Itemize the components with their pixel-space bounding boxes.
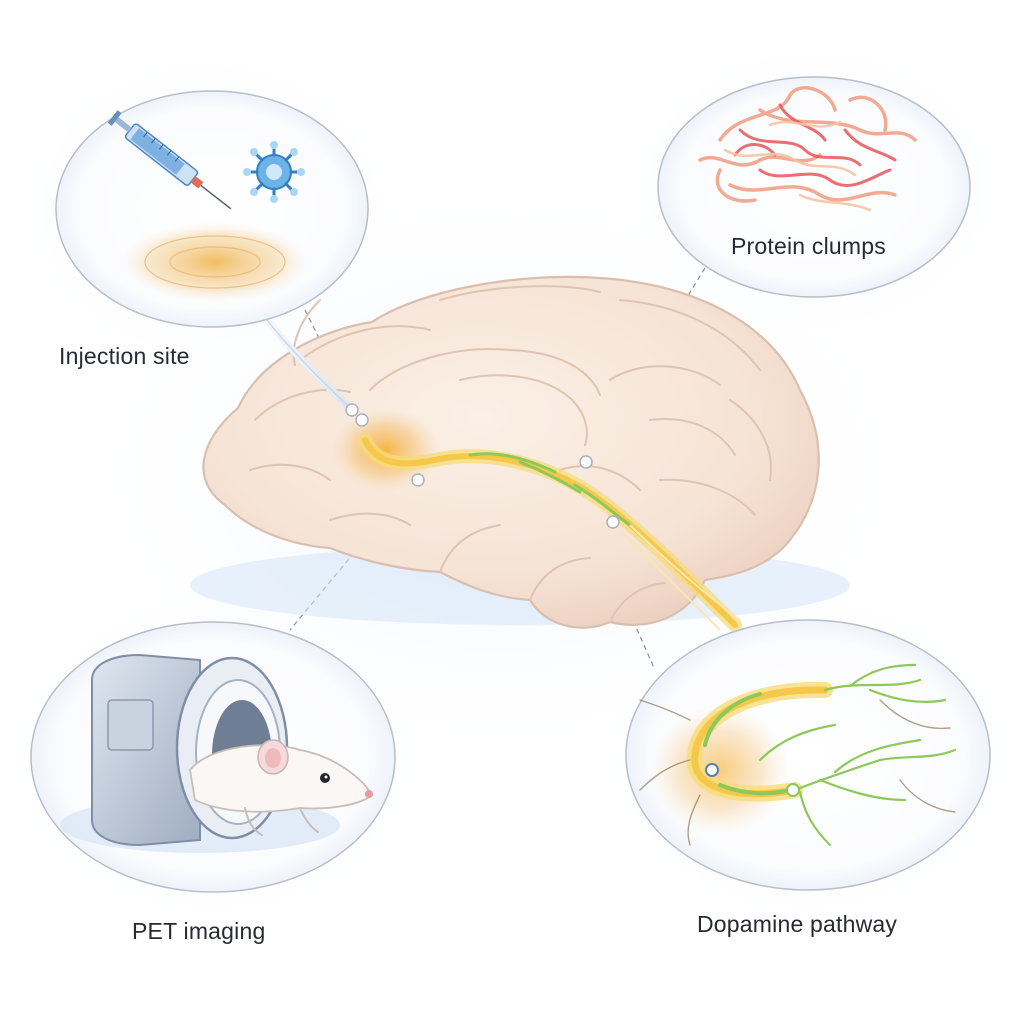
callout-injection-site xyxy=(55,90,369,328)
pathway-fibers xyxy=(468,452,632,527)
injection-glow xyxy=(330,408,440,492)
protein-clumps-label: Protein clumps xyxy=(731,233,886,259)
virus-icon xyxy=(243,141,305,203)
callout-protein-clumps xyxy=(657,76,971,298)
pet-imaging-label: PET imaging xyxy=(132,918,266,944)
injection-pool xyxy=(120,222,310,302)
callout-pet-imaging xyxy=(30,621,396,893)
neuron-pathway-icon xyxy=(639,663,957,847)
pool-ripples xyxy=(144,235,286,289)
brain-illustration xyxy=(190,275,850,632)
pathway-glow-area xyxy=(650,705,790,835)
brain-outline xyxy=(202,275,820,629)
syringe-icon xyxy=(107,110,232,210)
dot-protein xyxy=(579,455,593,469)
protein-clump-icon xyxy=(698,86,917,212)
dot-dopamine xyxy=(606,515,620,529)
dot-pet xyxy=(411,473,425,487)
callout-dopamine-pathway xyxy=(625,619,991,891)
injection-site-label: Injection site xyxy=(59,343,190,369)
callout-dots xyxy=(345,403,620,529)
dot-injection xyxy=(345,403,359,417)
mouse-icon xyxy=(189,739,374,836)
dopamine-pathway-label: Dopamine pathway xyxy=(697,911,898,937)
callout-bubble xyxy=(657,76,971,298)
pathway-tail xyxy=(619,524,741,631)
pathway-core xyxy=(362,437,738,628)
brain-folds xyxy=(249,285,772,623)
dot-injection-2 xyxy=(355,413,369,427)
